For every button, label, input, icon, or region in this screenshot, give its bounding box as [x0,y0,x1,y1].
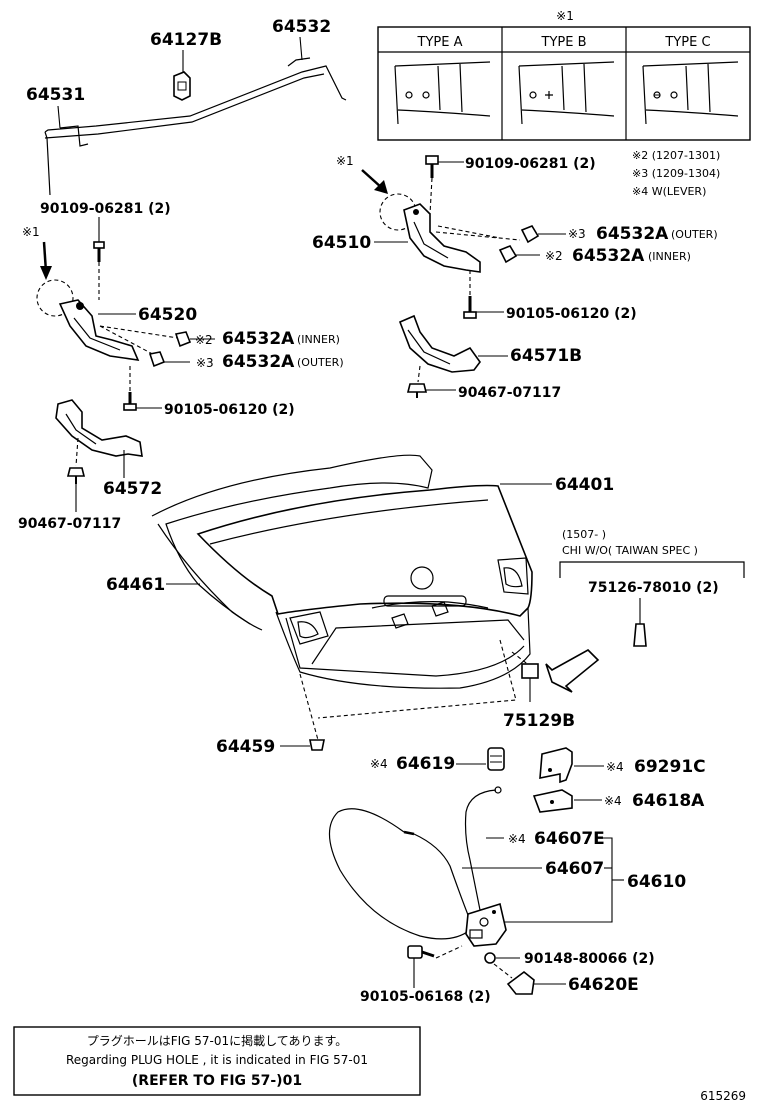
type-table-ref: ※1 [556,9,574,23]
label-64532a-inner-right: 64532A [572,246,645,266]
type-b-sketch [518,61,615,125]
label-64459: 64459 [216,737,275,757]
mark-outer-right: ※3 [568,227,586,241]
direction-arrow [545,649,600,693]
label-nut-90467-left: 90467-07117 [18,516,121,532]
type-c-header: TYPE C [664,35,710,50]
label-64401: 64401 [555,475,614,495]
bolt-90105-left [123,392,137,411]
label-75126: 75126-78010 (2) [588,580,719,596]
figure-number: 615269 [700,1089,746,1103]
bracket-64572 [55,399,143,457]
mark-inner-left: ※2 [195,333,213,347]
label-64607: 64607 [545,859,604,879]
note-line-jp: プラグホールはFIG 57-01に掲載してあります。 [87,1033,348,1048]
note-refer: (REFER TO FIG 57-)01 [132,1073,302,1089]
label-bolt-90109-right: 90109-06281 (2) [465,156,596,172]
striker-64620e [506,970,535,995]
spec-text: CHI W/O( TAIWAN SPEC ) [562,544,698,557]
legend: ※2 (1207-1301) ※3 (1209-1304) ※4 W(LEVER… [632,149,720,198]
cable-64607 [328,786,502,940]
bolt-90105-06168 [407,945,435,959]
label-64510: 64510 [312,233,371,253]
label-bolt-90105-06168: 90105-06168 (2) [360,989,491,1005]
bracket-69291c [539,747,573,784]
type-b-header: TYPE B [541,35,587,50]
clip-inner-right [498,245,518,264]
mark-inner-right: ※2 [545,249,563,263]
plug-64459 [309,739,325,751]
label-64607e: 64607E [534,829,605,849]
label-64127b: 64127B [150,30,222,50]
mark-64607e: ※4 [508,832,526,846]
ref1-right: ※1 [336,154,354,168]
support-rod-assembly [44,57,347,196]
label-64610: 64610 [627,872,686,892]
bolt-90109-left [93,241,105,262]
bracket-64618a [532,789,573,813]
label-64531: 64531 [26,85,85,105]
type-table: ※1 TYPE A TYPE B TYPE C [377,9,751,141]
mark-64618a: ※4 [604,794,622,808]
label-nut-90467-right: 90467-07117 [458,385,561,401]
clip-outer-right [520,225,540,244]
type-c-sketch [642,61,739,125]
label-64532a-outer-left: 64532A [222,352,295,372]
clip-inner-left [174,331,192,348]
label-64620e: 64620E [568,975,639,995]
lever-64619 [487,747,505,771]
label-75129b: 75129B [503,711,575,731]
hinge-64520 [58,299,140,361]
suffix-inner-right: (INNER) [648,250,691,263]
ref1-left: ※1 [22,225,40,239]
bolt-90148 [484,952,496,964]
label-bolt-90148: 90148-80066 (2) [524,951,655,967]
spec-date: (1507- ) [562,528,606,541]
label-64532: 64532 [272,17,331,37]
mark-outer-left: ※3 [196,356,214,370]
note-line-en: Regarding PLUG HOLE , it is indicated in… [66,1053,368,1067]
label-64520: 64520 [138,305,197,325]
nut-90467-right [406,383,428,398]
label-64572: 64572 [103,479,162,499]
nut-90467-left [66,467,86,484]
hinge-64510 [403,203,481,273]
bolt-90105-right [463,296,477,319]
label-bolt-90109-left: 90109-06281 (2) [40,201,171,217]
label-69291c: 69291C [634,757,706,777]
plug-75129b [521,663,539,679]
type-a-header: TYPE A [417,35,463,50]
retainer-75126 [633,623,647,647]
trunk-lid-64401 [151,454,533,689]
label-64532a-outer-right: 64532A [596,224,669,244]
mark-64619: ※4 [370,757,388,771]
label-64461: 64461 [106,575,165,595]
clip-outer-left [148,351,166,368]
bolt-90109-right [425,155,439,178]
suffix-inner-left: (INNER) [297,333,340,346]
legend-item-3: ※3 (1209-1304) [632,167,720,180]
mark-69291c: ※4 [606,760,624,774]
suffix-outer-left: (OUTER) [297,356,344,369]
legend-item-4: ※4 W(LEVER) [632,185,706,198]
label-64619: 64619 [396,754,455,774]
legend-item-2: ※2 (1207-1301) [632,149,720,162]
label-bolt-90105-left: 90105-06120 (2) [164,402,295,418]
label-64618a: 64618A [632,791,705,811]
label-64532a-inner-left: 64532A [222,329,295,349]
suffix-outer-right: (OUTER) [671,228,718,241]
plug-hole-note: プラグホールはFIG 57-01に掲載してあります。 Regarding PLU… [13,1026,421,1096]
type-a-sketch [394,61,491,125]
label-64571b: 64571B [510,346,582,366]
bracket-64571b [398,314,481,373]
label-bolt-90105-right: 90105-06120 (2) [506,306,637,322]
lock-assembly-64610 [465,902,507,947]
